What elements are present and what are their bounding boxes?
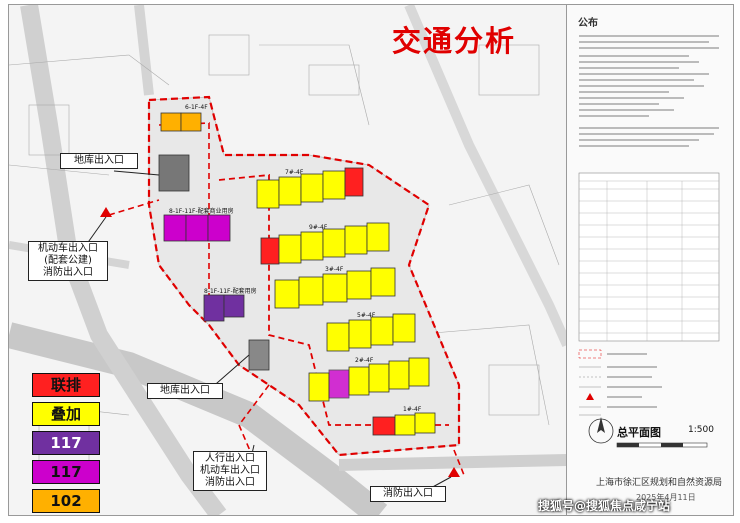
info-panel-drawing	[578, 35, 720, 448]
callout-pedestrian-entrance: 人行出入口 机动车出入口 消防出入口	[193, 451, 267, 491]
legend-label: 117	[50, 463, 82, 481]
legend-label: 102	[50, 492, 82, 510]
issue-date: 2025年4月11日	[636, 493, 696, 502]
callout-vehicle-entrance-left: 机动车出入口 (配套公建) 消防出入口	[28, 241, 108, 281]
site-plan-map: 6-1F-4F 8-1F-11F-配套商业用房 8-1F-11F-配套用房 7#…	[8, 4, 568, 516]
callout-garage-entrance-top: 地库出入口	[60, 153, 138, 169]
callout-fire-entrance: 消防出入口	[370, 486, 446, 502]
building-label: 8-1F-11F-配套用房	[204, 288, 257, 295]
legend-label: 117	[50, 434, 82, 452]
legend-label: 叠加	[50, 405, 81, 423]
building-label: 8-1F-11F-配套商业用房	[169, 208, 234, 215]
legend-label: 联排	[50, 376, 81, 394]
building-label: 7#-4F	[285, 169, 304, 176]
building-label: 1#-4F	[403, 406, 422, 413]
building-label: 5#-4F	[357, 312, 376, 319]
building-label: 9#-4F	[309, 224, 328, 231]
building-label: 6-1F-4F	[185, 104, 208, 111]
source-watermark: 搜狐号@搜狐焦点咸宁站	[538, 499, 671, 513]
building-label: 3#-4F	[325, 266, 344, 273]
map-title: 交通分析	[392, 24, 517, 58]
legend-item-townhouse: 联排	[32, 373, 100, 397]
info-panel	[566, 4, 734, 516]
callout-garage-entrance-bottom: 地库出入口	[147, 383, 223, 399]
map-drawing	[9, 5, 567, 515]
issuing-bureau: 上海市徐汇区规划和自然资源局	[596, 478, 723, 488]
notice-title: 公布	[578, 18, 598, 29]
building-label: 2#-4F	[355, 357, 374, 364]
legend-item-102: 102	[32, 489, 100, 513]
scale-title: 总平面图	[617, 426, 661, 439]
scale-ratio: 1:500	[688, 425, 714, 435]
legend-item-117-magenta: 117	[32, 460, 100, 484]
legend-item-stacked: 叠加	[32, 402, 100, 426]
legend-item-117-purple: 117	[32, 431, 100, 455]
